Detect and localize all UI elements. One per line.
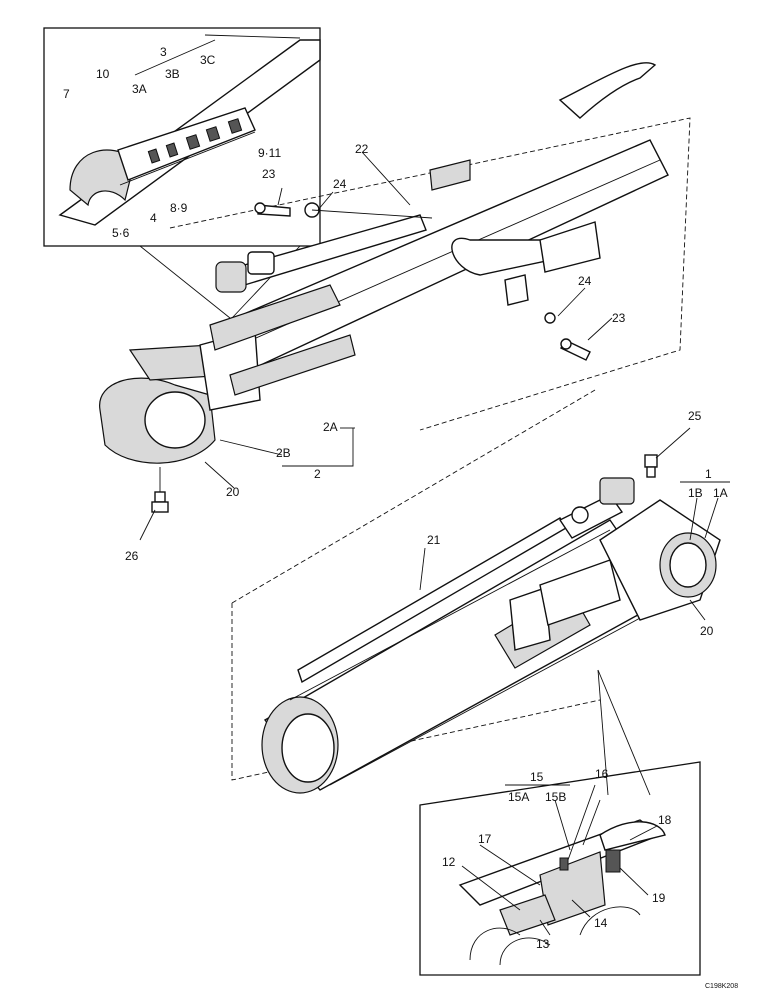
drawing-code: C198K208 (705, 983, 738, 990)
group-bracket-3 (134, 39, 216, 76)
callout-2a: 2A (323, 420, 338, 434)
callout-18: 18 (658, 813, 672, 827)
callout-3a: 3A (132, 82, 147, 96)
callout-15: 15 (530, 770, 544, 784)
callout-8-9: 8·9 (170, 201, 188, 215)
callout-23a: 23 (262, 167, 276, 181)
callout-21: 21 (427, 533, 441, 547)
callout-15b: 15B (545, 790, 566, 804)
callout-16: 16 (595, 767, 609, 781)
detail-inset-piston-seals (419, 761, 701, 976)
grease-fitting-26 (139, 491, 169, 541)
callout-3: 3 (160, 45, 167, 59)
callout-24a: 24 (333, 177, 347, 191)
callout-23b: 23 (612, 311, 626, 325)
callout-2b: 2B (276, 446, 291, 460)
callout-10: 10 (96, 67, 110, 81)
callout-19: 19 (652, 891, 666, 905)
callout-5-6: 5·6 (112, 226, 130, 240)
callout-4: 4 (150, 211, 157, 225)
callout-24b: 24 (578, 274, 592, 288)
grease-fitting-25 (644, 427, 691, 478)
callout-25: 25 (688, 409, 702, 423)
callout-26: 26 (125, 549, 139, 563)
callout-15a: 15A (508, 790, 529, 804)
callout-20a: 20 (226, 485, 240, 499)
callout-14: 14 (594, 916, 608, 930)
inset-leader-lines-bottom (461, 784, 658, 936)
callout-1a: 1A (713, 486, 728, 500)
callout-20b: 20 (700, 624, 714, 638)
callout-1: 1 (705, 467, 712, 481)
rod-assembly-drawing (99, 62, 691, 464)
callout-labels: 3 10 3A 3B 3C 7 9·11 8·9 4 5·6 22 23 24 … (63, 45, 738, 990)
cylinder-tube-drawing (231, 389, 721, 794)
callout-17: 17 (478, 832, 492, 846)
detail-inset-rod-seals (43, 27, 321, 247)
callout-3b: 3B (165, 67, 180, 81)
callout-1b: 1B (688, 486, 703, 500)
callout-22: 22 (355, 142, 369, 156)
callout-9-11: 9·11 (258, 146, 281, 160)
callout-12: 12 (442, 855, 456, 869)
callout-7: 7 (63, 87, 70, 101)
callout-3c: 3C (200, 53, 216, 67)
callout-13: 13 (536, 937, 550, 951)
callout-2: 2 (314, 467, 321, 481)
